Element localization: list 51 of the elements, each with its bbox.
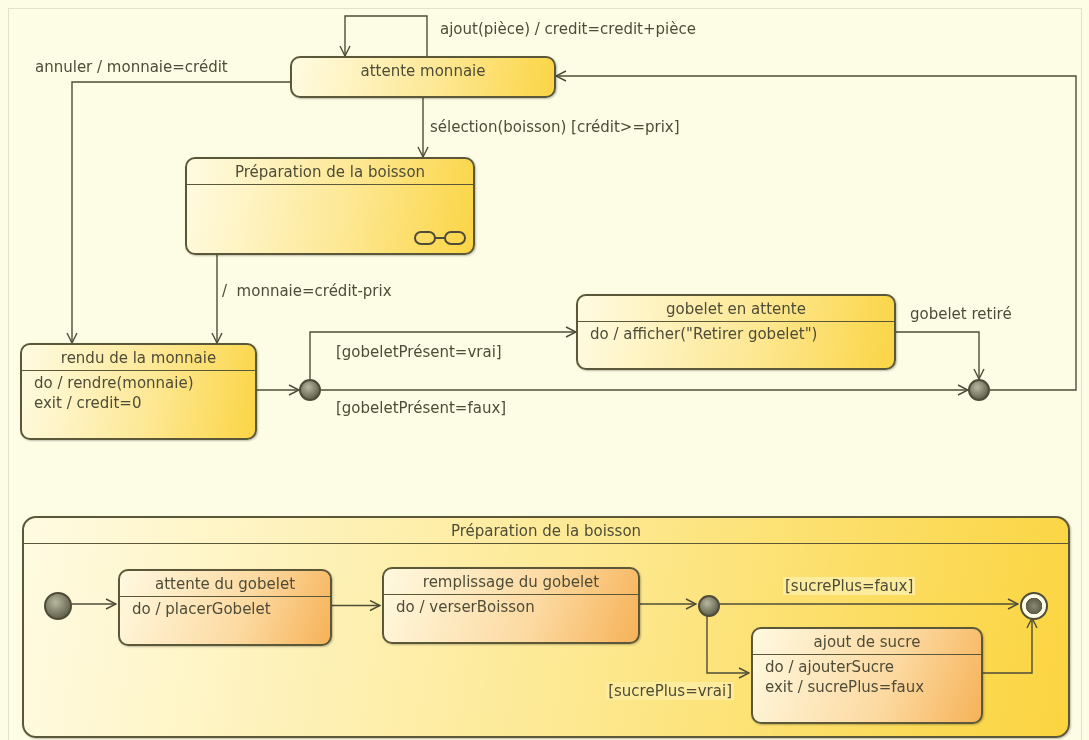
edge-label: [sucrePlus=faux] [783, 577, 916, 595]
state-box [576, 294, 896, 370]
state-box [118, 569, 332, 646]
internal-activity: do / afficher("Retirer gobelet") [590, 325, 818, 343]
state-box [751, 627, 983, 724]
edge-label: annuler / monnaie=crédit [33, 58, 230, 76]
transition-arrow [717, 598, 1019, 610]
transition-arrow [417, 97, 429, 158]
edge-label: [gobeletPrésent=vrai] [334, 343, 504, 361]
pseudostate-circle [299, 379, 321, 401]
state-box [185, 157, 475, 255]
internal-activity: do / verserBoisson [396, 598, 535, 616]
internal-activity: do / rendre(monnaie) [34, 374, 194, 392]
transition-arrow [211, 254, 223, 344]
state-name: Préparation de la boisson [450, 522, 642, 540]
state-name: remplissage du gobelet [422, 573, 600, 591]
internal-activity: exit / credit=0 [34, 394, 142, 412]
internal-activity: exit / sucrePlus=faux [765, 678, 925, 696]
edge-label: ajout(pièce) / credit=credit+pièce [438, 20, 698, 38]
state-name: rendu de la monnaie [60, 349, 217, 367]
transition-arrow [256, 384, 300, 396]
internal-activity: do / ajouterSucre [765, 658, 894, 676]
internal-activity: do / placerGobelet [132, 600, 271, 618]
edge-label: / monnaie=crédit-prix [220, 282, 394, 300]
state-name: attente du gobelet [154, 575, 296, 593]
transition-arrow [309, 326, 577, 380]
state-name: gobelet en attente [666, 300, 806, 318]
edge-label: gobelet retiré [908, 305, 1014, 323]
transition-arrow [329, 599, 381, 612]
transition-arrow [69, 598, 117, 610]
transition-arrow [637, 598, 697, 610]
self-transition-arrow [339, 15, 428, 57]
transition-arrow [320, 384, 969, 396]
edge-label: [sucrePlus=vrai] [606, 682, 734, 700]
state-box [290, 56, 556, 98]
edge-label: sélection(boisson) [crédit>=prix] [428, 118, 682, 136]
state-box [20, 343, 257, 440]
pseudostate-circle [698, 595, 720, 617]
state-name: Préparation de la boisson [234, 163, 426, 181]
pseudostate-circle [968, 379, 990, 401]
composite-state-box [22, 516, 1070, 738]
state-name: ajout de sucre [813, 633, 921, 651]
transition-arrow [706, 614, 750, 679]
state-box [382, 567, 640, 644]
final-state-circle [1020, 592, 1048, 620]
initial-state-circle [44, 592, 72, 620]
transition-arrow [895, 331, 985, 380]
state-name: attente monnaie [360, 62, 486, 80]
transition-arrow [66, 81, 291, 344]
transition-arrow [980, 617, 1038, 674]
transition-arrow [555, 70, 1077, 391]
